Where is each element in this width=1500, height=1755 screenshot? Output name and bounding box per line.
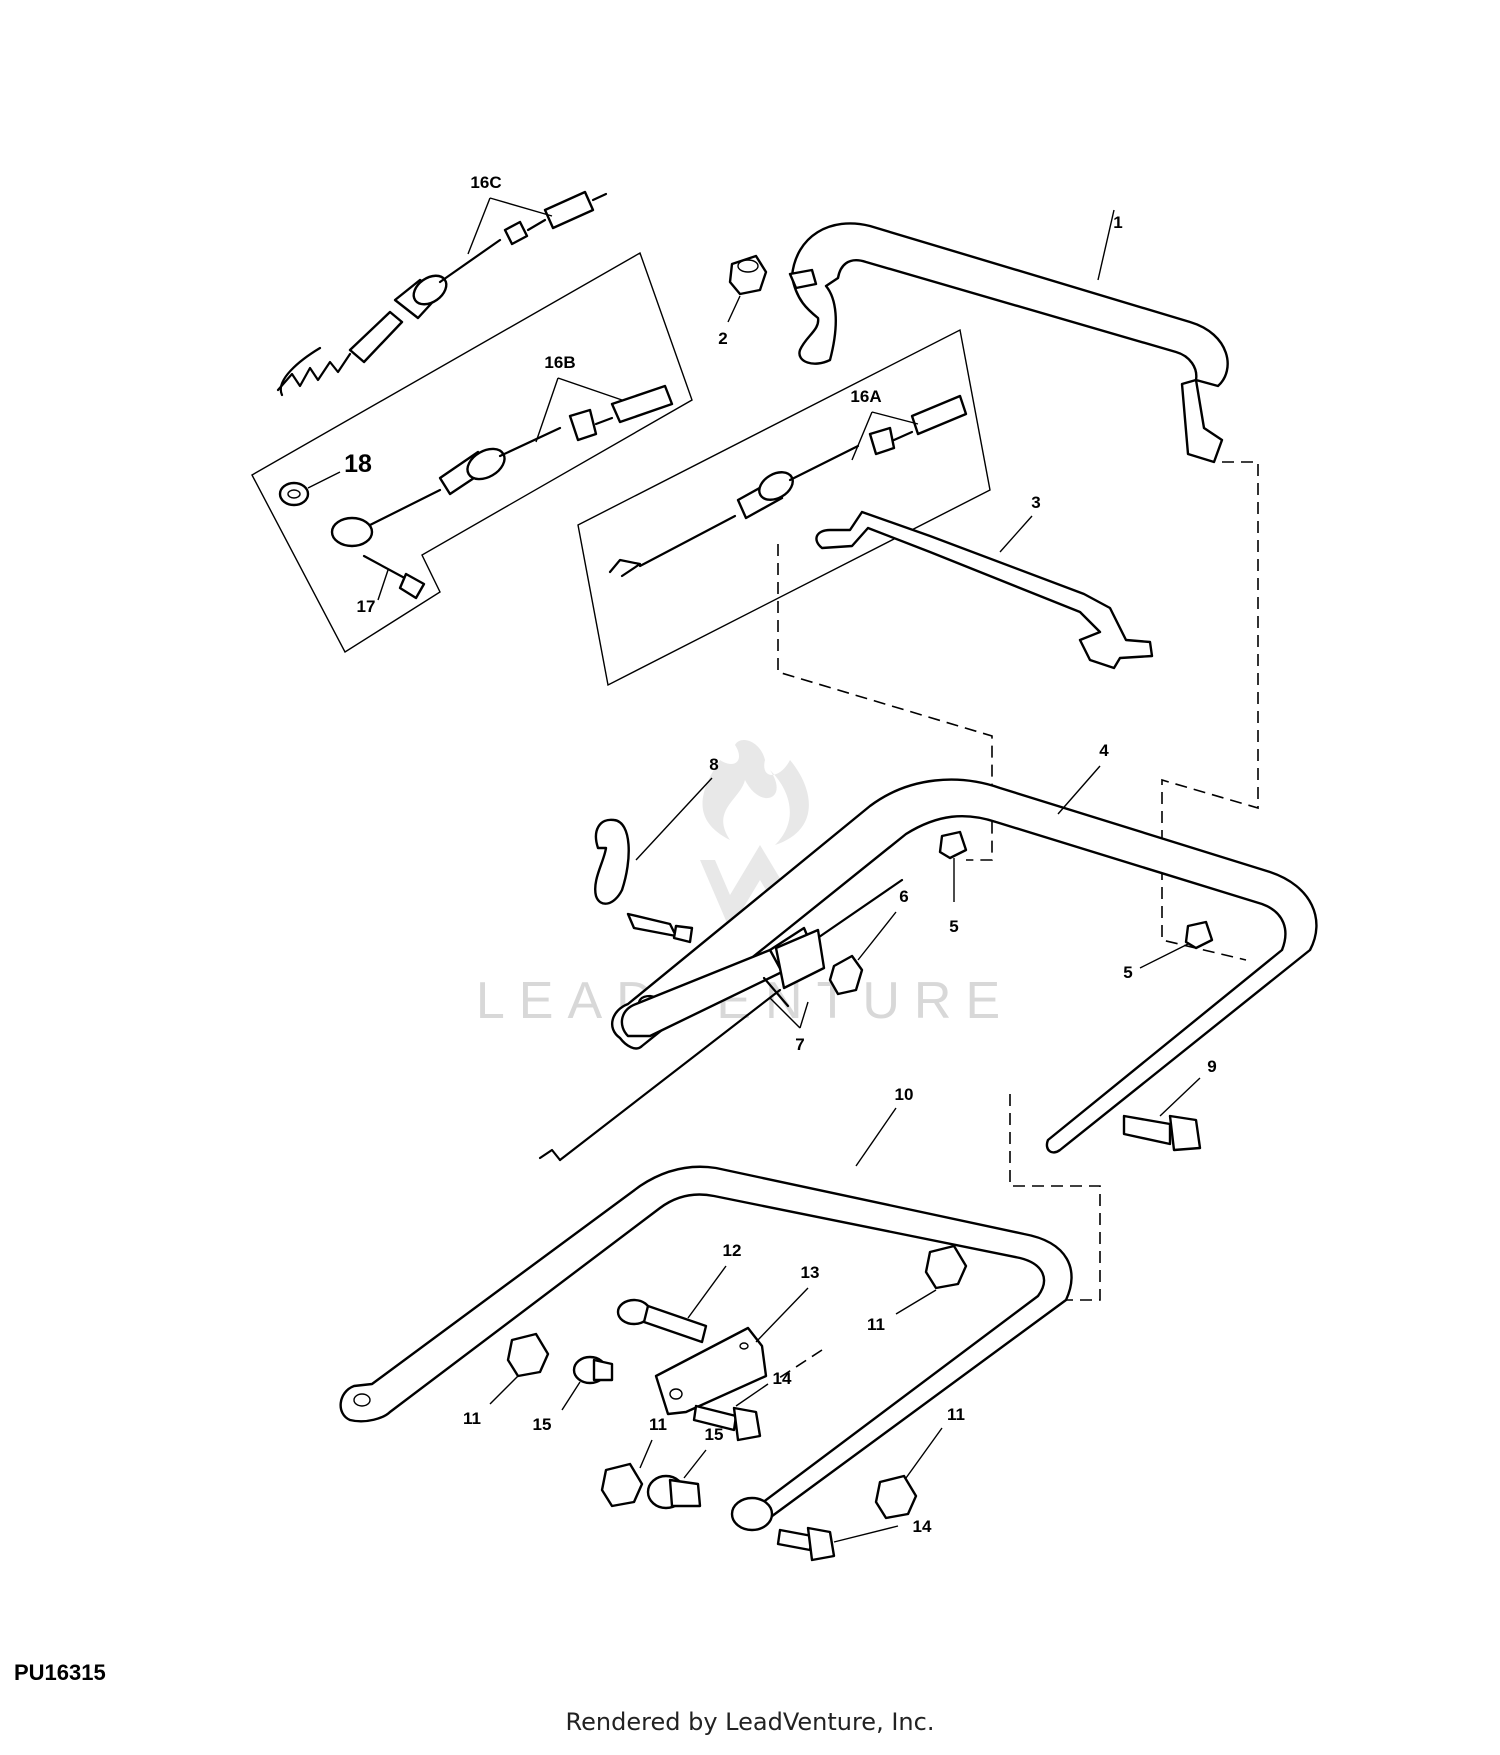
- knob-5-left: [938, 830, 968, 860]
- rod-3: [815, 510, 1154, 670]
- leader-15-left: [561, 1381, 581, 1411]
- spacer-15-left: [572, 1355, 614, 1385]
- leader-17: [377, 569, 389, 601]
- leader-14-middle: [735, 1383, 769, 1407]
- callout-7: 7: [795, 1035, 804, 1054]
- knob-5-right: [1184, 920, 1214, 950]
- nut-11-bottom: [600, 1462, 644, 1508]
- callout-11-top-right: 11: [867, 1315, 885, 1334]
- nut-11-left: [506, 1332, 550, 1378]
- callout-13: 13: [801, 1263, 820, 1282]
- leader-18: [307, 471, 341, 489]
- callout-18: 18: [344, 450, 372, 478]
- leader-14-bottom: [833, 1525, 899, 1543]
- cable-16b: [368, 384, 674, 527]
- spacer-15-bottom: [646, 1474, 702, 1510]
- callout-2: 2: [718, 329, 727, 348]
- cable-16c: [276, 190, 608, 397]
- callout-15-left: 15: [533, 1415, 552, 1434]
- callout-8: 8: [709, 755, 718, 774]
- callout-1: 1: [1113, 213, 1122, 232]
- leader-4: [1057, 765, 1101, 815]
- kit-16a-box: [577, 328, 991, 687]
- leader-8: [635, 777, 713, 861]
- callout-3: 3: [1031, 493, 1040, 512]
- cap-2: [728, 254, 768, 296]
- leader-5-right: [1139, 943, 1189, 969]
- leader-1: [1097, 209, 1115, 281]
- callout-17: 17: [357, 597, 376, 616]
- upper-handle-1: [788, 222, 1229, 464]
- lever-7: [620, 928, 826, 1038]
- middle-handle-4: [538, 778, 1318, 1162]
- leader-16a: [851, 411, 919, 461]
- leader-2: [727, 295, 741, 323]
- callout-14-bottom: 14: [913, 1517, 932, 1536]
- clip-8: [594, 818, 694, 944]
- callout-11-bottom-right: 11: [947, 1405, 965, 1424]
- callout-10: 10: [895, 1085, 914, 1104]
- bolt-14-bottom: [776, 1526, 836, 1562]
- leader-3: [999, 515, 1033, 553]
- cable-16a: [608, 394, 968, 578]
- leader-12: [687, 1265, 727, 1319]
- leader-6: [857, 911, 897, 961]
- leader-11-bottom: [639, 1439, 653, 1469]
- nut-6: [828, 954, 864, 996]
- callout-9: 9: [1207, 1057, 1216, 1076]
- render-credit: Rendered by LeadVenture, Inc.: [565, 1708, 935, 1736]
- washer-18: [278, 481, 310, 507]
- kit-16b-box: [251, 251, 693, 653]
- leader-15-bottom: [683, 1449, 707, 1479]
- diagram-id: PU16315: [14, 1660, 106, 1685]
- callout-4: 4: [1099, 741, 1109, 760]
- callout-11-left: 11: [463, 1409, 481, 1428]
- callout-14-middle: 14: [773, 1369, 792, 1388]
- leader-9: [1159, 1077, 1201, 1117]
- callout-11-bottom: 11: [649, 1415, 667, 1434]
- leader-11-bottom-right: [905, 1427, 943, 1479]
- leader-16b: [535, 377, 623, 443]
- callout-15-bottom: 15: [705, 1425, 724, 1444]
- callout-12: 12: [723, 1241, 742, 1260]
- callout-16b: 16B: [544, 353, 575, 372]
- leader-7: [769, 997, 809, 1029]
- nut-11-top-right: [924, 1244, 968, 1290]
- bracket-13: [654, 1326, 768, 1416]
- leader-16c: [467, 197, 553, 255]
- bolt-14-middle: [692, 1404, 762, 1442]
- clamp-17: [330, 516, 426, 600]
- callout-5-left: 5: [949, 917, 958, 936]
- callout-16c: 16C: [470, 173, 501, 192]
- leader-10: [855, 1107, 897, 1167]
- lower-handle-10: [339, 1165, 1073, 1532]
- callout-6: 6: [899, 887, 908, 906]
- leader-13: [755, 1287, 809, 1343]
- dashed-guides: [775, 461, 1259, 1381]
- nut-11-bottom-right: [874, 1474, 918, 1520]
- bolt-9: [1122, 1114, 1202, 1152]
- leader-11-left: [489, 1375, 519, 1405]
- leader-11-top-right: [895, 1289, 937, 1315]
- bolt-12: [616, 1298, 708, 1344]
- callout-5-right: 5: [1123, 963, 1132, 982]
- callout-16a: 16A: [850, 387, 881, 406]
